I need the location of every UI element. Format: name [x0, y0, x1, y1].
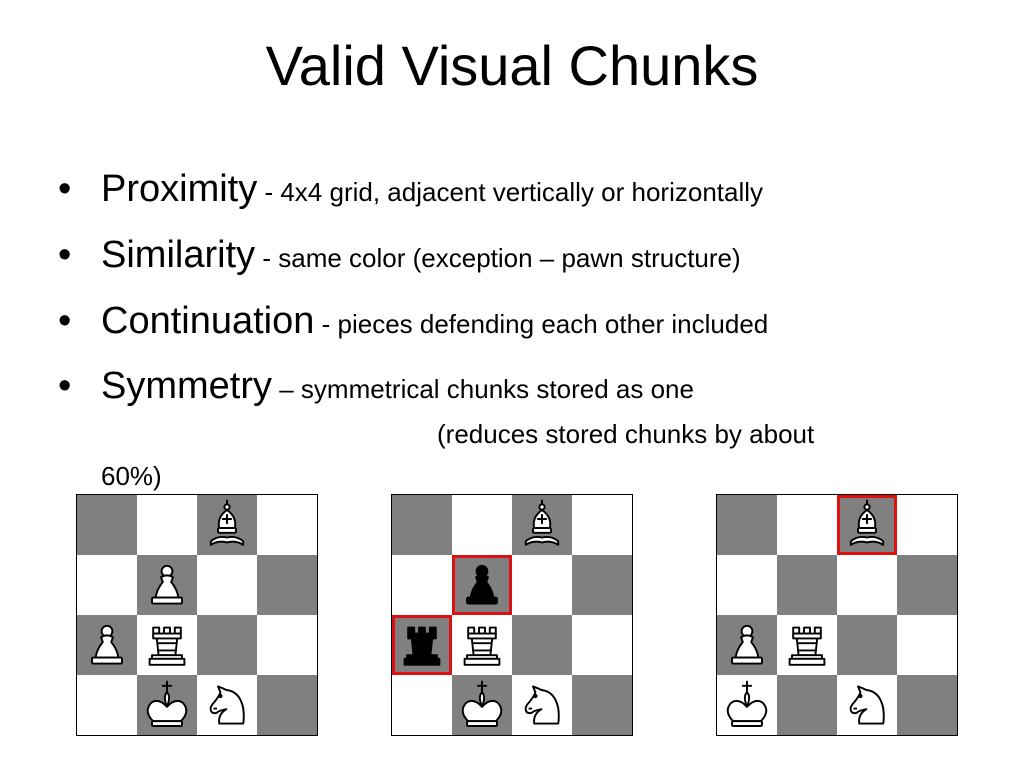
- board-square-r2c1: [452, 615, 512, 675]
- board-square-r1c3: [572, 555, 632, 615]
- bullet-description: - 4x4 grid, adjacent vertically or horiz…: [257, 177, 764, 207]
- board-square-r0c0: [77, 495, 137, 555]
- bullet-term: Similarity: [101, 234, 256, 276]
- bullet-continuation-line: (reduces stored chunks by about: [437, 419, 815, 449]
- board-square-r3c1: [452, 675, 512, 735]
- board-square-r1c2: [837, 555, 897, 615]
- board-square-r0c0: [717, 495, 777, 555]
- board-square-r1c0: [77, 555, 137, 615]
- chess-board-full-chunk: [76, 494, 318, 736]
- board-square-r0c3: [572, 495, 632, 555]
- bullet-dot: •: [58, 234, 72, 276]
- board-square-r1c2: [197, 555, 257, 615]
- bullet-description: - pieces defending each other included: [314, 309, 769, 339]
- board-square-r2c1: [777, 615, 837, 675]
- board-square-r2c0: [717, 615, 777, 675]
- board-square-r3c0: [392, 675, 452, 735]
- white-king-icon: [720, 678, 774, 732]
- board-square-r2c3: [572, 615, 632, 675]
- board-square-r3c2: [512, 675, 572, 735]
- board-square-r2c2: [837, 615, 897, 675]
- board-square-r1c1-highlighted: [452, 555, 512, 615]
- white-knight-icon: [200, 678, 254, 732]
- bullet-list: • Proximity - 4x4 grid, adjacent vertica…: [58, 167, 815, 491]
- board-square-r1c1: [777, 555, 837, 615]
- board-square-r0c2-highlighted: [837, 495, 897, 555]
- chess-board-continuation: [391, 494, 633, 736]
- bullet-dot: •: [58, 168, 72, 210]
- board-square-r3c2: [197, 675, 257, 735]
- board-square-r0c1: [137, 495, 197, 555]
- white-pawn-icon: [80, 618, 134, 672]
- board-square-r0c1: [777, 495, 837, 555]
- board-square-r2c2: [512, 615, 572, 675]
- white-pawn-icon: [140, 558, 194, 612]
- board-square-r2c3: [897, 615, 957, 675]
- chess-board-symmetry: [716, 494, 958, 736]
- board-square-r3c3: [257, 675, 317, 735]
- board-square-r3c3: [572, 675, 632, 735]
- white-knight-icon: [515, 678, 569, 732]
- board-square-r1c0: [392, 555, 452, 615]
- board-square-r3c2: [837, 675, 897, 735]
- board-square-r3c0: [77, 675, 137, 735]
- white-knight-icon: [840, 678, 894, 732]
- bullet-symmetry: Symmetry – symmetrical chunks stored as …: [101, 364, 694, 416]
- board-square-r0c2: [512, 495, 572, 555]
- board-square-r2c0-highlighted: [392, 615, 452, 675]
- bullet-dot: •: [58, 365, 72, 407]
- bullet-term: Symmetry: [101, 365, 272, 407]
- white-bishop-icon: [840, 498, 894, 552]
- board-square-r1c3: [897, 555, 957, 615]
- board-square-r2c0: [77, 615, 137, 675]
- board-square-r0c3: [257, 495, 317, 555]
- board-square-r3c3: [897, 675, 957, 735]
- white-king-icon: [140, 678, 194, 732]
- board-square-r0c2: [197, 495, 257, 555]
- white-bishop-icon: [515, 498, 569, 552]
- board-square-r1c3: [257, 555, 317, 615]
- black-pawn-icon: [455, 558, 509, 612]
- bullet-similarity: Similarity - same color (exception – paw…: [101, 233, 741, 285]
- bullet-continuation: Continuation - pieces defending each oth…: [101, 299, 768, 351]
- white-pawn-icon: [720, 618, 774, 672]
- black-rook-icon: [395, 618, 449, 672]
- bullet-description: - same color (exception – pawn structure…: [255, 243, 741, 273]
- board-square-r3c0: [717, 675, 777, 735]
- board-square-r1c0: [717, 555, 777, 615]
- board-square-r0c1: [452, 495, 512, 555]
- board-square-r2c1: [137, 615, 197, 675]
- slide-title: Valid Visual Chunks: [265, 34, 759, 97]
- board-square-r1c2: [512, 555, 572, 615]
- bullet-term: Proximity: [101, 168, 258, 210]
- board-square-r0c3: [897, 495, 957, 555]
- bullet-proximity: Proximity - 4x4 grid, adjacent verticall…: [101, 167, 763, 219]
- bullet-dot: •: [58, 300, 72, 342]
- board-square-r2c2: [197, 615, 257, 675]
- white-rook-icon: [780, 618, 834, 672]
- white-king-icon: [455, 678, 509, 732]
- board-square-r0c0: [392, 495, 452, 555]
- board-square-r2c3: [257, 615, 317, 675]
- white-rook-icon: [455, 618, 509, 672]
- board-square-r1c1: [137, 555, 197, 615]
- bullet-description: – symmetrical chunks stored as one: [272, 374, 694, 404]
- white-rook-icon: [140, 618, 194, 672]
- bullet-term: Continuation: [101, 300, 315, 342]
- bullet-continuation-line: 60%): [101, 461, 162, 491]
- board-square-r3c1: [777, 675, 837, 735]
- board-square-r3c1: [137, 675, 197, 735]
- white-bishop-icon: [200, 498, 254, 552]
